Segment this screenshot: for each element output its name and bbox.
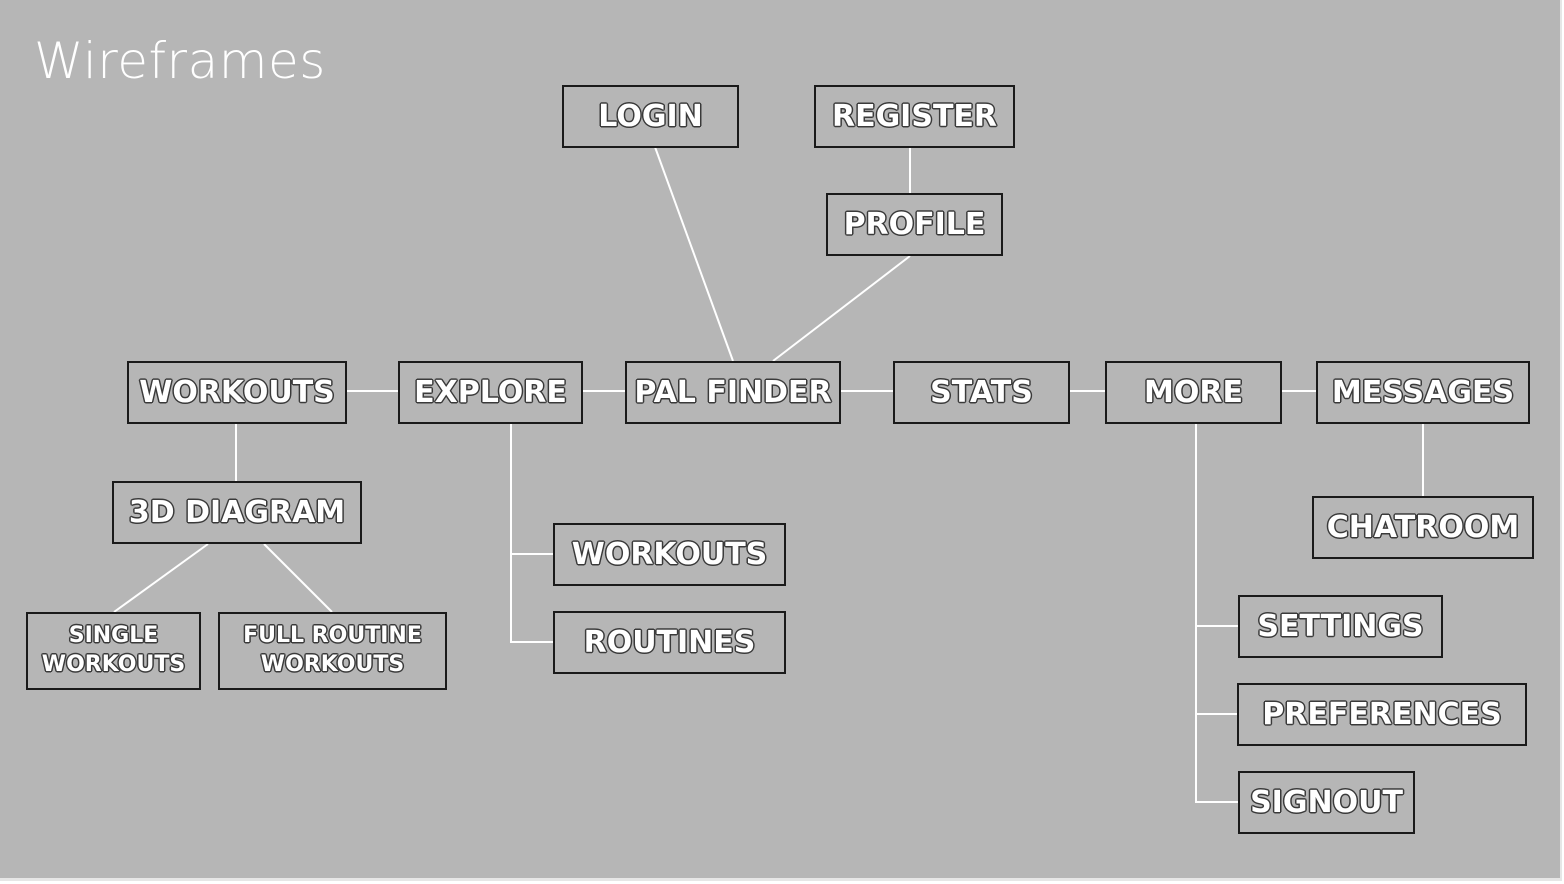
node-explore[interactable]: EXPLORE bbox=[398, 361, 583, 424]
node-full-routine-workouts-line-1: FULL ROUTINE bbox=[243, 623, 422, 649]
node-settings[interactable]: SETTINGS bbox=[1238, 595, 1443, 658]
edge-more-subtree bbox=[1195, 423, 1239, 803]
edge-3d-diagram-full-routine bbox=[263, 543, 333, 613]
node-chatroom[interactable]: CHATROOM bbox=[1312, 496, 1534, 559]
node-workouts[interactable]: WORKOUTS bbox=[127, 361, 347, 424]
node-single-workouts-line-1: SINGLE bbox=[68, 623, 159, 649]
node-profile[interactable]: PROFILE bbox=[826, 193, 1003, 256]
node-signout[interactable]: SIGNOUT bbox=[1238, 771, 1415, 834]
edge-profile-pal-finder bbox=[772, 255, 911, 362]
edge-explore-subtree bbox=[510, 423, 553, 643]
node-pal-finder[interactable]: PAL FINDER bbox=[625, 361, 841, 424]
node-register[interactable]: REGISTER bbox=[814, 85, 1015, 148]
node-full-routine-workouts-line-2: WORKOUTS bbox=[260, 652, 405, 677]
node-more[interactable]: MORE bbox=[1105, 361, 1282, 424]
node-messages[interactable]: MESSAGES bbox=[1316, 361, 1530, 424]
node-single-workouts[interactable]: SINGLE WORKOUTS bbox=[26, 612, 201, 690]
node-3d-diagram[interactable]: 3D DIAGRAM bbox=[112, 481, 362, 544]
slide-title: Wireframes bbox=[34, 32, 326, 90]
edge-3d-diagram-single bbox=[113, 543, 209, 613]
node-full-routine-workouts[interactable]: FULL ROUTINE WORKOUTS bbox=[218, 612, 447, 690]
node-explore-workouts[interactable]: WORKOUTS bbox=[553, 523, 786, 586]
edge-login-pal-finder bbox=[654, 146, 734, 362]
node-login[interactable]: LOGIN bbox=[562, 85, 739, 148]
node-stats[interactable]: STATS bbox=[893, 361, 1070, 424]
node-explore-routines[interactable]: ROUTINES bbox=[553, 611, 786, 674]
node-preferences[interactable]: PREFERENCES bbox=[1237, 683, 1527, 746]
node-single-workouts-line-2: WORKOUTS bbox=[41, 652, 186, 677]
